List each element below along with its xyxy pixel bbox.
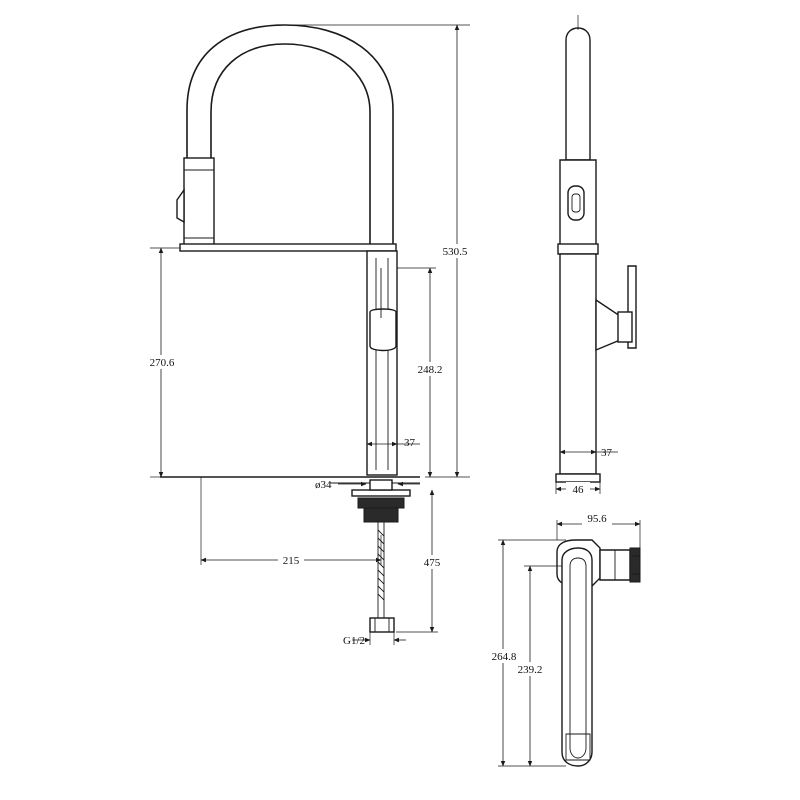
top-lever-tip: [629, 547, 641, 583]
mount-shank: [369, 479, 393, 491]
dim-top-width: 95.6: [587, 513, 607, 525]
dim-hose-length: 475: [424, 557, 441, 569]
side-spout: [565, 27, 591, 161]
side-handle-joint: [617, 311, 633, 343]
dim-spout-height: 270.6: [150, 357, 175, 369]
dim-spout-reach: 215: [283, 555, 300, 567]
mount-nut: [363, 507, 399, 523]
dim-body-height: 248.2: [418, 364, 443, 376]
dim-body-diameter-front: 37: [404, 437, 416, 449]
inlet-fitting: [369, 617, 395, 633]
front-handle: [369, 308, 397, 352]
side-view: 37 46: [555, 15, 637, 496]
front-body: [366, 250, 398, 476]
side-base: [555, 473, 601, 483]
side-holder: [557, 243, 599, 255]
dim-total-height: 530.5: [443, 246, 468, 258]
mount-washer: [351, 489, 411, 497]
dim-inlet-thread: G1/2: [343, 635, 365, 647]
front-spout-arc-inner: [210, 43, 371, 250]
dim-top-inner-length: 239.2: [518, 664, 543, 676]
front-holder-bar: [179, 243, 397, 252]
dim-base-width: 46: [573, 484, 585, 496]
front-spray-head: [183, 157, 215, 247]
side-handle-base: [595, 298, 621, 352]
mount-nut-top: [357, 497, 405, 509]
dim-top-length: 264.8: [492, 651, 517, 663]
top-spout-body: [561, 547, 593, 767]
dim-body-diameter-side: 37: [601, 447, 613, 459]
front-view: 530.5 270.6 248.2 37 ø34 215 475: [146, 24, 470, 647]
side-body: [559, 253, 597, 475]
top-view: 95.6 264.8 239.2: [488, 511, 641, 767]
side-spray-button: [567, 185, 585, 221]
dim-mount-hole: ø34: [315, 479, 332, 491]
front-spray-button: [176, 187, 185, 224]
front-spout-arc-outer: [186, 24, 394, 250]
